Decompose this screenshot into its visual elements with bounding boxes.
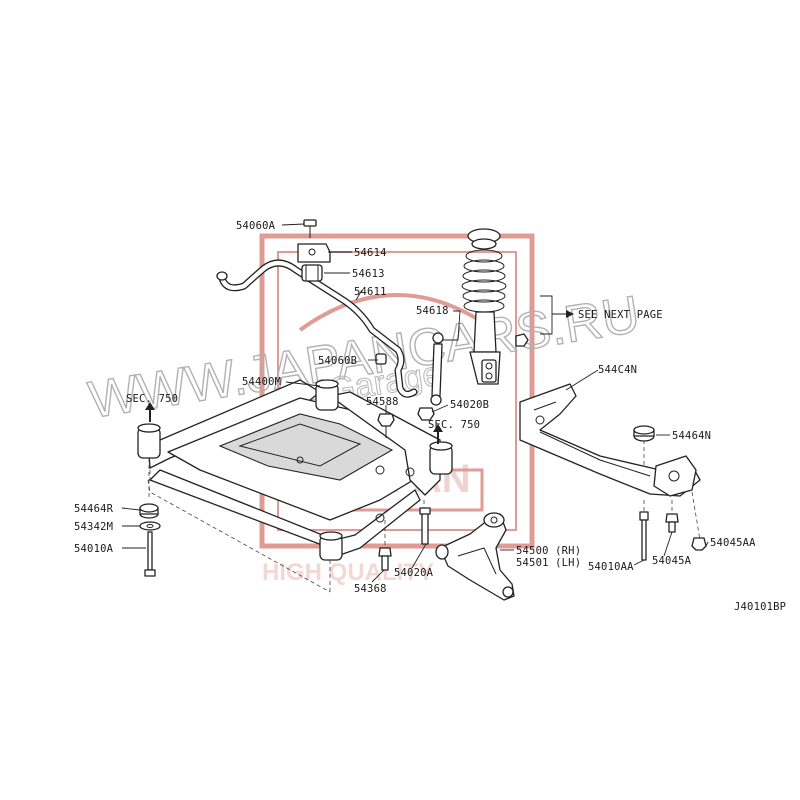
insulator-54464n: [633, 425, 655, 442]
callout-54588: 54588: [366, 396, 399, 408]
callout-54010a: 54010A: [74, 543, 114, 555]
callout-54060a: 54060A: [236, 220, 276, 232]
lower-control-arm: [435, 512, 515, 601]
callout-54500: 54500 (RH): [516, 545, 581, 557]
callout-54464r: 54464R: [74, 503, 114, 515]
washer-54342m: [139, 521, 161, 531]
bolt-54010aa: [639, 511, 649, 561]
callout-sec750-mid: SEC. 750: [428, 419, 480, 431]
callout-54020b: 54020B: [450, 399, 489, 411]
stabilizer-bushing: [301, 264, 323, 282]
bolt-54045a: [665, 513, 679, 533]
bolt-54588: [377, 413, 395, 438]
callout-54045a: 54045A: [652, 555, 692, 567]
callout-54614: 54614: [354, 247, 387, 259]
callout-54400m: 54400M: [242, 376, 281, 388]
bushing-rear-center: [315, 379, 339, 411]
callout-54613: 54613: [352, 268, 385, 280]
callout-54611: 54611: [354, 286, 387, 298]
front-cross-member: [519, 383, 701, 497]
diagram-code: J40101BP: [734, 601, 786, 613]
stabilizer-link: [430, 332, 444, 406]
bolt-54010a: [144, 531, 156, 577]
subframe-assembly: [137, 379, 453, 561]
bolt-54020a: [419, 507, 431, 545]
coil-spring: [461, 249, 507, 313]
bolt-54060b: [375, 353, 387, 365]
callout-sec750-left: SEC. 750: [126, 393, 178, 405]
bolt-54060a: [303, 219, 317, 238]
nut-54020b: [417, 407, 435, 421]
bushing-front-left: [137, 423, 161, 459]
callout-54045aa: 54045AA: [710, 537, 756, 549]
callout-54060b: 54060B: [318, 355, 357, 367]
bushing-54464r: [139, 503, 159, 519]
sec750-arrow-mid: [433, 424, 443, 444]
callout-54464n: 54464N: [672, 430, 711, 442]
callout-54368: 54368: [354, 583, 387, 595]
callout-54020a: 54020A: [394, 567, 434, 579]
callout-544c4n: 544C4N: [598, 364, 637, 376]
stabilizer-bracket: [297, 243, 331, 263]
see-next-page-label: SEE NEXT PAGE: [578, 309, 663, 321]
strut-assembly: [461, 228, 529, 385]
bushing-front-right: [429, 441, 453, 475]
sec750-arrow-left: [145, 402, 155, 422]
callout-54010aa: 54010AA: [588, 561, 634, 573]
callout-54618: 54618: [416, 305, 449, 317]
bolt-54368: [378, 547, 392, 571]
stabilizer-bar: [216, 219, 418, 398]
watermark-tagline: HIGH QUALITY: [262, 559, 434, 586]
callout-labels: 54060A 54614 54613 54611 54618 54060B 54…: [74, 220, 786, 613]
callout-54342m: 54342M: [74, 521, 113, 533]
bushing-bottom-center: [319, 531, 343, 561]
callout-54501: 54501 (LH): [516, 557, 581, 569]
leader-lines: [121, 223, 709, 583]
bolt-54045aa: [691, 537, 707, 551]
